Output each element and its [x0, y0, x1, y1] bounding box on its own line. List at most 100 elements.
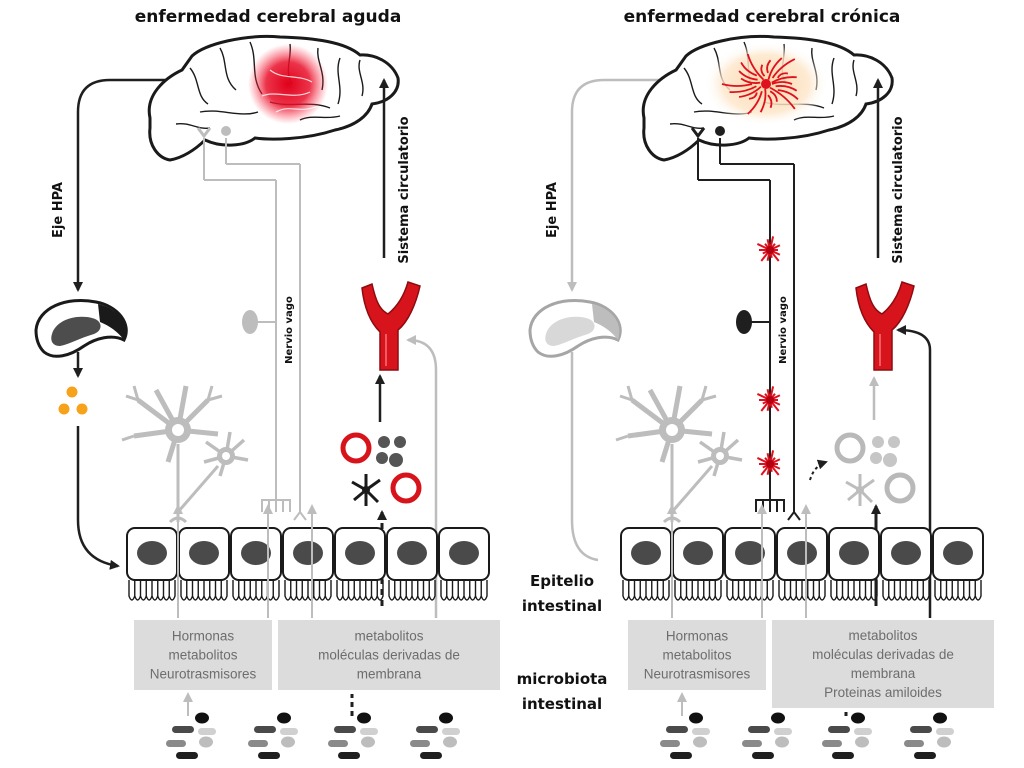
bacterium [360, 728, 378, 735]
brain-gyrus [669, 122, 705, 130]
microglia-branch [771, 58, 796, 79]
microvilli [726, 580, 774, 601]
vessel-body [855, 281, 915, 371]
bacterium [277, 712, 291, 724]
molecule-label: metabolitos [354, 629, 423, 644]
bacterium [195, 712, 209, 724]
inflammation-core [766, 396, 774, 404]
microbe-particle [872, 436, 884, 448]
adrenal-cap [98, 304, 126, 340]
microbiota-cluster [166, 712, 216, 759]
cell-nucleus [189, 541, 219, 565]
cortisol-dot [58, 403, 70, 415]
hpa-axis-arrow [73, 78, 188, 292]
molecule-label: Neurotrasmisores [644, 667, 751, 682]
microglia-branch [740, 62, 758, 77]
bacterium [904, 740, 924, 747]
bacterium [280, 728, 298, 735]
microglia-branch [748, 92, 758, 100]
vagal-terminal [755, 496, 785, 512]
cell-nucleus [943, 541, 973, 565]
microvilli [440, 580, 488, 601]
microvilli [180, 580, 228, 601]
microglia-branch [738, 85, 762, 98]
brain-gyrus [831, 57, 835, 105]
microbiota-cluster [742, 712, 792, 759]
neuron-branch [701, 394, 717, 402]
microvilli [674, 580, 722, 601]
brain-gyrus [199, 110, 259, 115]
hpa-axis-arrow [567, 78, 682, 292]
microvilli [934, 580, 982, 601]
microvilli [388, 580, 436, 601]
bacterium [443, 736, 457, 748]
vagus-nerve-label: Nervio vago [284, 296, 295, 364]
molecule-box-bg [134, 620, 272, 690]
microglia-branch [767, 94, 773, 109]
cell-nucleus [631, 541, 661, 565]
molecules-to-vessel-arrow [406, 335, 438, 618]
bacterium [416, 726, 438, 733]
glia-nucleus [222, 452, 230, 460]
vagus-nerve-label: Nervio vago [778, 296, 789, 364]
bacterium [854, 728, 872, 735]
cell-nucleus [891, 541, 921, 565]
brain-gyrus [219, 47, 237, 91]
bacterium [748, 726, 770, 733]
brain-gyrus [189, 67, 209, 105]
brain-gyrus [358, 59, 364, 97]
microbiota-cluster [822, 712, 872, 759]
microvilli [830, 580, 878, 601]
immune-cell [884, 472, 916, 504]
hpa-axis-label: Eje HPA [51, 182, 66, 238]
microglia-branch [766, 59, 772, 74]
vagal-ganglion [242, 310, 258, 334]
vagal-ganglion [736, 310, 752, 334]
bacterium [420, 752, 442, 759]
microglia-branch [769, 90, 778, 102]
molecule-label: membrana [851, 666, 916, 681]
bacterium [439, 712, 453, 724]
cell-nucleus [449, 541, 479, 565]
molecule-label: Proteinas amiloides [824, 685, 942, 700]
bacterium [692, 728, 710, 735]
cell-nucleus [839, 541, 869, 565]
cortisol-dot [66, 386, 78, 398]
molecule-label: moléculas derivadas de [318, 648, 460, 663]
cell-nucleus [735, 541, 765, 565]
microbe-particle [888, 436, 900, 448]
bacterium [660, 740, 680, 747]
bacterium [855, 736, 869, 748]
blood-vessel-icon [361, 281, 421, 371]
molecule-label: moléculas derivadas de [812, 647, 954, 662]
neuron-branch [619, 394, 633, 402]
immune-cell [340, 432, 372, 464]
vagal-receptor [196, 127, 212, 139]
microbiota-cluster [328, 712, 378, 759]
neuron-branch [132, 385, 140, 401]
lesion-gyrus [269, 69, 313, 83]
macrophage-core [362, 486, 370, 494]
blood-vessel-icon [855, 281, 915, 371]
inflammation-core [766, 246, 774, 254]
bacterium [281, 736, 295, 748]
brain-gyrus [852, 59, 858, 97]
epithelium-label: Epitelio [530, 572, 594, 590]
adrenal-cap [592, 304, 620, 340]
neuron-branch [615, 434, 629, 442]
microglia-branch [775, 85, 798, 92]
immune-cell [834, 432, 866, 464]
immune-cells-icon [834, 432, 916, 506]
microglia-branch [740, 77, 761, 84]
bacterium [832, 752, 854, 759]
bacterium [742, 740, 762, 747]
molecule-label: metabolitos [848, 628, 917, 643]
neuron-branch [626, 385, 634, 401]
vagal-receptor [221, 126, 231, 136]
bacterium [774, 728, 792, 735]
bacterium [771, 712, 785, 724]
